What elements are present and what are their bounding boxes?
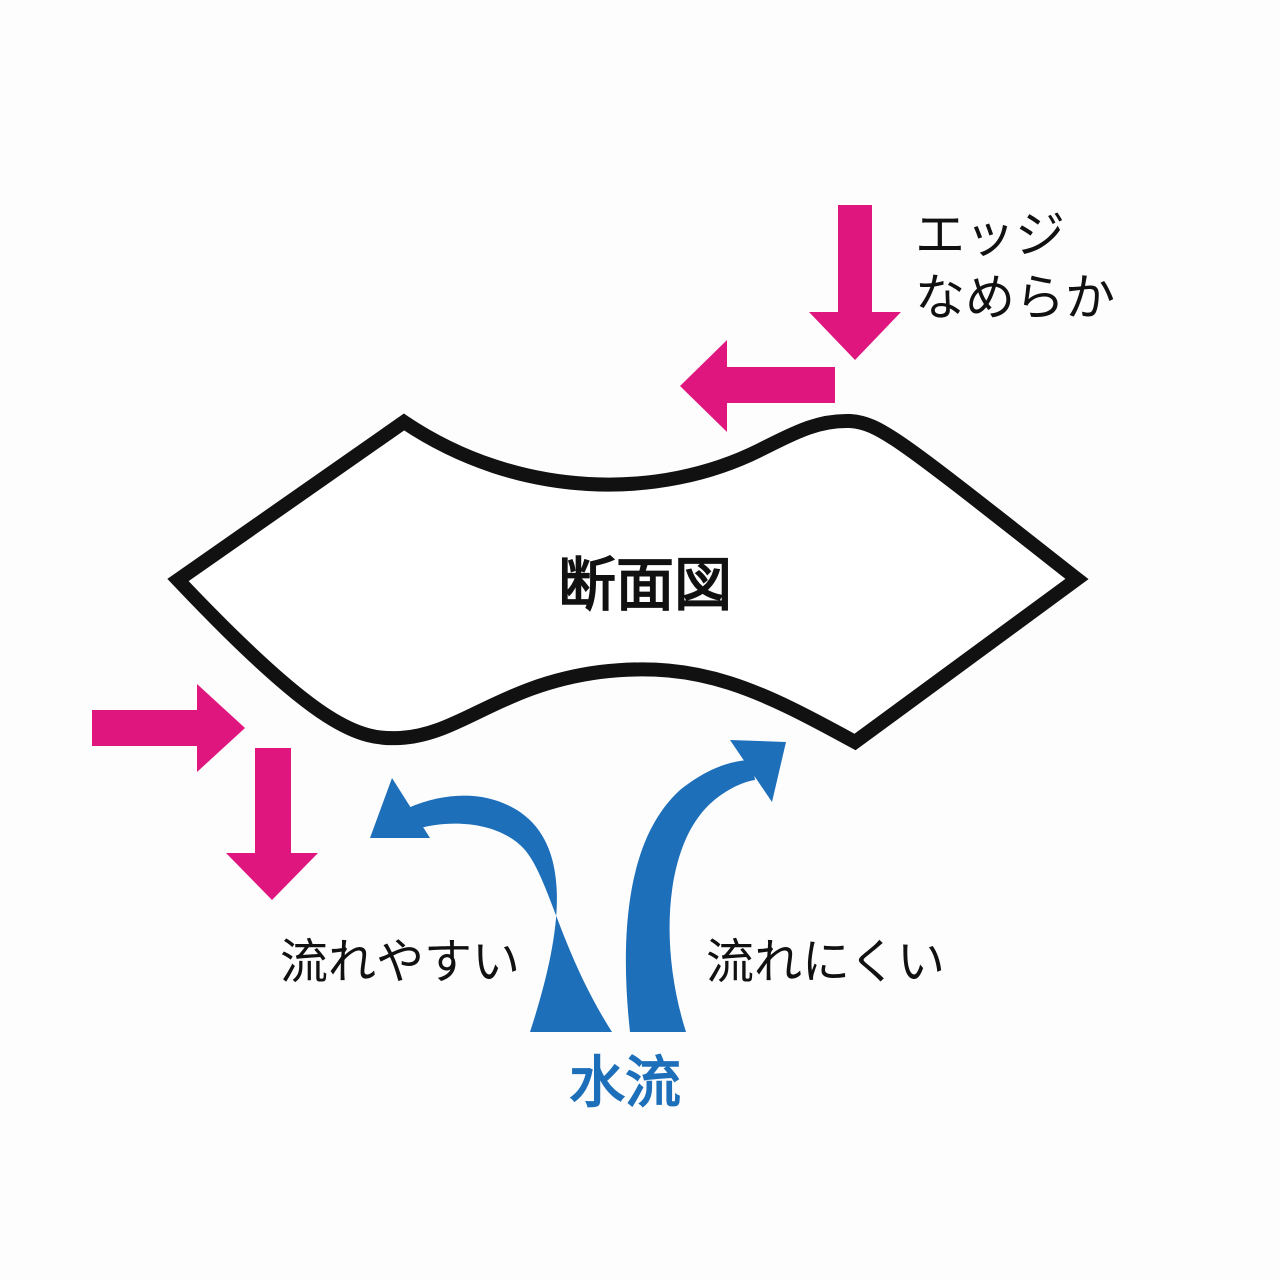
cross-section-label: 断面図 [558,551,732,619]
blue-flow-arrow-right [625,740,786,1032]
magenta-arrow-down-bottom [226,748,318,900]
flows-easily-label: 流れやすい [280,934,520,990]
blue-flow-arrow-left [370,778,612,1032]
edge-label-line1: エッジ [915,206,1065,264]
magenta-arrow-down-top [809,205,901,360]
magenta-arrow-left-top [680,340,835,432]
cross-section-outline [167,413,1089,751]
flows-hardly-label: 流れにくい [706,934,945,990]
magenta-arrow-right-bottom [92,684,245,772]
edge-label-line2: なめらか [915,269,1115,327]
water-flow-label: 水流 [569,1051,681,1116]
